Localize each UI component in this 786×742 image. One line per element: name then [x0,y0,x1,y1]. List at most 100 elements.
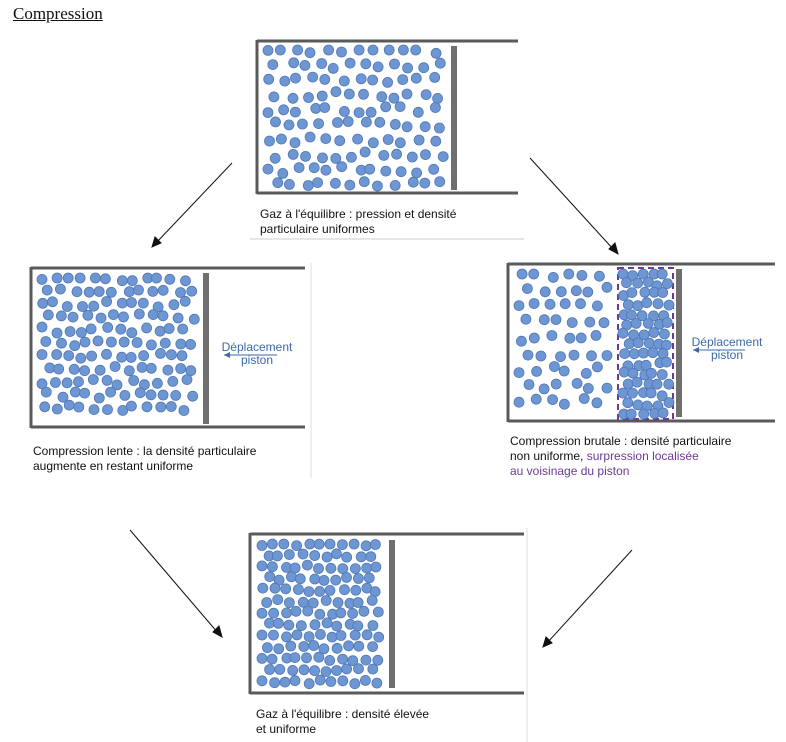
particle [79,336,91,348]
particle [419,121,431,133]
particle [263,73,275,85]
particle [619,348,631,360]
particle [186,285,198,297]
particle [79,365,90,377]
particle [287,148,299,160]
particle [42,309,54,321]
particle [632,300,644,312]
particle [152,301,164,313]
particle [165,349,177,361]
particle [413,134,425,146]
particle [297,548,309,560]
particle [428,163,440,175]
particle [559,398,570,410]
label-right-line1: Déplacement [691,335,763,349]
caption-top-line2: particulaire uniformes [260,222,375,236]
particle [337,653,349,665]
particle [287,665,299,676]
particle [401,88,413,100]
particle [621,277,632,289]
particle [111,379,123,391]
particle [568,349,580,361]
particle [359,146,371,158]
particle [126,327,138,339]
particle [308,640,320,651]
particle [388,92,400,104]
particle [125,351,137,363]
particle [372,606,384,618]
particle [100,273,111,285]
particle [371,677,383,689]
particle [167,375,179,387]
particle [522,349,534,361]
particle [301,652,312,664]
particle [352,573,364,584]
particle [359,675,371,686]
particle [358,605,370,617]
particle [652,298,664,310]
particle [644,337,655,349]
particle [582,286,594,298]
particle [56,337,67,349]
label-right-line2: piston [710,348,744,362]
particle [407,176,419,188]
particle [283,178,295,190]
particle [285,571,297,583]
particle [101,374,113,386]
particle [309,619,321,631]
particle [165,401,177,412]
particle [292,44,304,56]
particle [283,597,295,608]
particle [134,387,146,399]
piston-right [676,269,682,417]
particle [323,44,335,56]
particle [61,301,73,312]
particle [175,363,187,374]
particle [256,560,268,572]
particle [391,148,403,160]
particle [83,286,95,298]
particle [93,392,105,404]
particle [353,640,365,652]
particle [264,664,276,675]
particle [576,269,588,281]
particle [51,349,63,360]
particle [40,336,52,347]
particle [316,58,328,69]
caption-top: Gaz à l'équilibre : pression et densité … [260,207,456,237]
particle [638,408,650,420]
particle [145,362,157,374]
particle [312,177,324,189]
particle [147,285,159,297]
particle [39,401,51,413]
particle [586,350,597,362]
particle [656,268,668,280]
cylinder-bottom [248,532,524,695]
particle [361,629,373,641]
particle [176,350,188,362]
particle [376,91,388,103]
particle [343,88,355,100]
particle [344,57,356,69]
piston-displacement-label-left: Déplacement piston [216,341,298,367]
particle [324,538,336,550]
particle [36,321,48,333]
cylinder-right [506,262,775,423]
particle [336,46,347,58]
particle [313,563,324,574]
particle [115,323,127,335]
particle [269,677,281,689]
particle [281,631,292,643]
particle [662,278,673,290]
particle [412,106,424,118]
caption-left-line1: Compression lente : la densité particula… [33,444,257,458]
displacement-arrowhead-left [224,352,230,358]
particle [177,323,189,335]
particle [372,654,384,666]
particle [262,107,274,118]
particle [355,551,367,563]
particle [128,375,140,386]
particle [538,383,550,395]
particle [123,286,135,298]
particle [374,116,386,128]
